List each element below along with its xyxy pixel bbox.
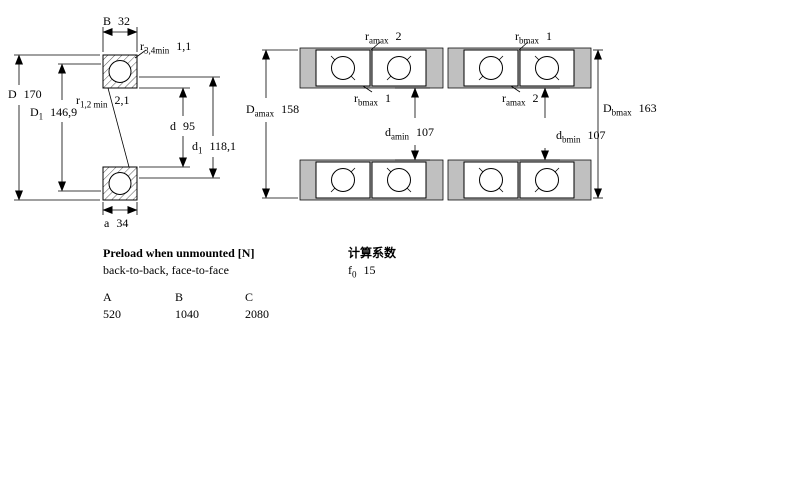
- preload-table-header-B: B: [175, 290, 184, 304]
- middle-arrangement-drawing: [262, 41, 444, 201]
- preload-title: Preload when unmounted [N]: [103, 246, 255, 260]
- left-bearing-drawing: [14, 27, 220, 215]
- calculation-factor-title: 计算系数: [348, 246, 397, 260]
- preload-table-header-A: A: [103, 290, 112, 304]
- preload-table-header-C: C: [245, 290, 254, 304]
- preload-value-B: 1040: [175, 307, 199, 321]
- right-arrangement-drawing: [447, 41, 603, 201]
- preload-subtitle: back-to-back, face-to-face: [103, 263, 229, 277]
- preload-value-A: 520: [103, 307, 121, 321]
- preload-value-C: 2080: [245, 307, 269, 321]
